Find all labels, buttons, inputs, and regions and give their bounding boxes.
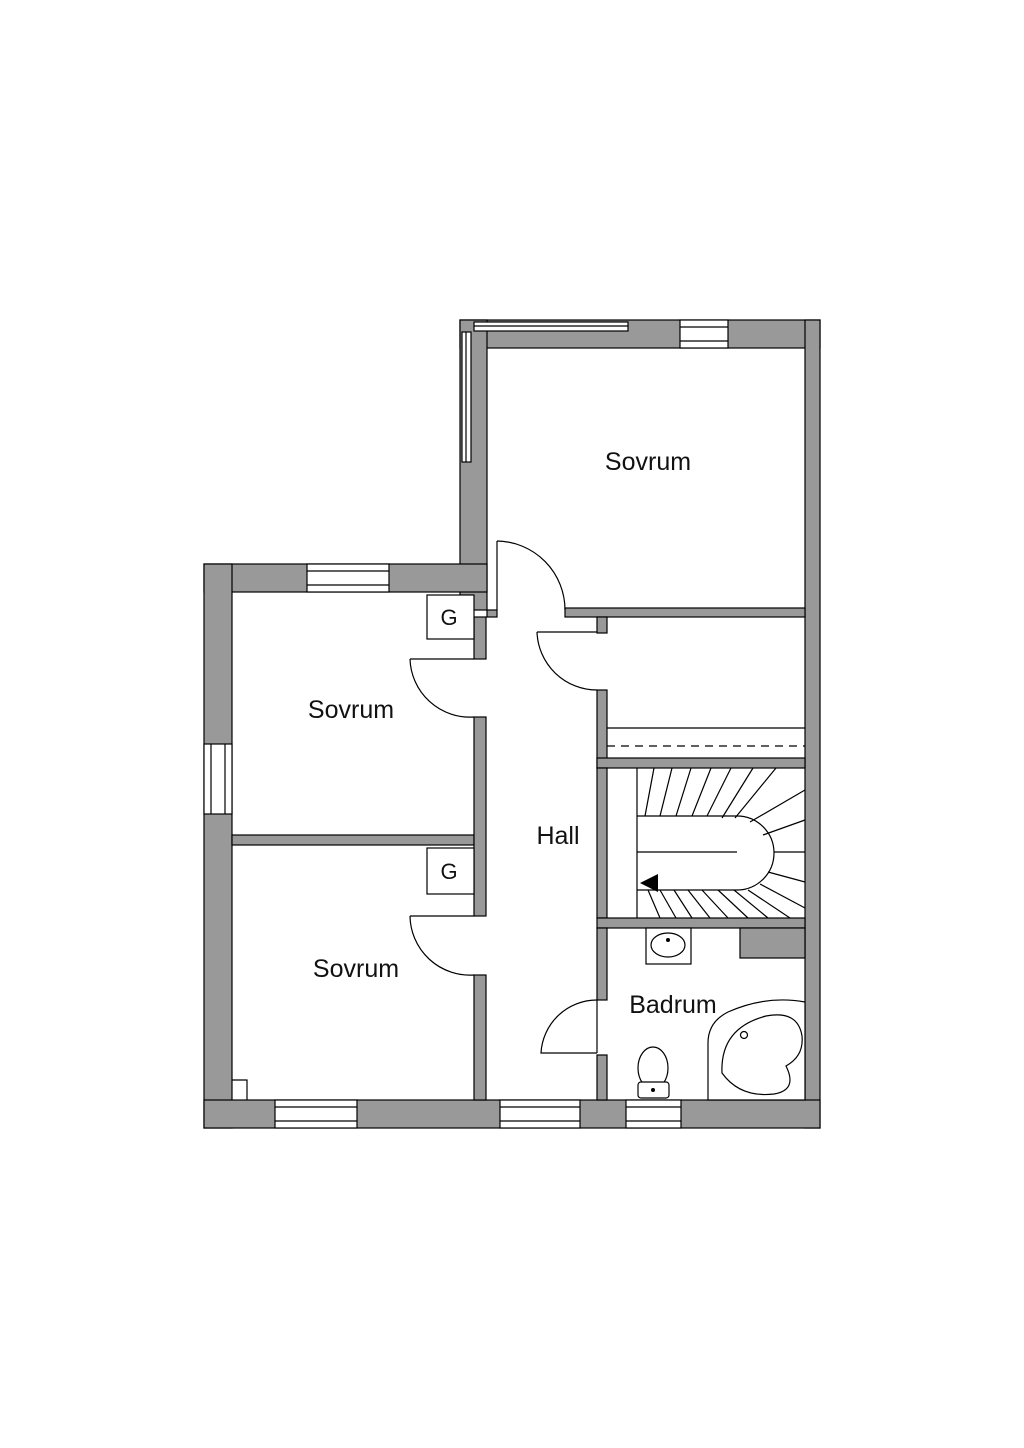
room-label-bedroom-top: Sovrum [605,448,691,476]
closet-label-lower: G [440,859,457,884]
closet-label-upper: G [440,605,457,630]
walls [203,319,821,1129]
doors [409,540,598,1054]
storage-shelf [607,727,805,747]
window-top-north-long [473,321,629,332]
wall-bedroom-divider [231,834,475,846]
closet-upper [426,594,475,640]
wall-bath-shaft [739,927,806,959]
windows [203,319,729,1129]
wall-top-south [564,607,806,618]
wall-bath-west-2 [596,1054,608,1101]
toilet [637,1046,670,1099]
wall-east [804,319,821,1129]
wall-storage-west-stub [596,616,608,634]
room-label-bedroom-middle: Sovrum [308,696,394,724]
door-bathroom [540,999,598,1054]
room-label-bathroom: Badrum [629,991,717,1019]
wall-storage-west [596,689,608,769]
window-middle-west [203,743,233,815]
wall-notch [232,1079,248,1100]
window-middle-north [306,563,390,593]
sink [645,927,692,965]
door-middle-bedroom [409,658,475,718]
wall-stair-west [596,767,608,919]
door-storage [536,631,598,691]
wall-stair-south [596,917,806,929]
window-hall-south [499,1099,581,1129]
wall-hall-west-3 [473,974,487,1101]
stair-direction-arrow [640,874,658,892]
corner-bathtub [707,999,806,1101]
wall-hall-west-1 [473,616,487,660]
door-bottom-bedroom [409,915,475,976]
door-top-bedroom [496,540,566,611]
wall-stub-top [486,609,498,618]
window-top-north-small [679,319,729,349]
closet-lower [426,847,475,895]
window-bath-south [625,1099,682,1129]
window-bottom-south [274,1099,358,1129]
wall-hall-west-2 [473,716,487,917]
staircase [636,767,806,919]
wall-storage-south [596,757,806,769]
room-label-hall: Hall [536,822,579,850]
room-label-bedroom-bottom: Sovrum [313,955,399,983]
wall-bath-west-1 [596,927,608,1001]
wall-west [203,563,233,1129]
window-top-west-long [461,331,472,463]
